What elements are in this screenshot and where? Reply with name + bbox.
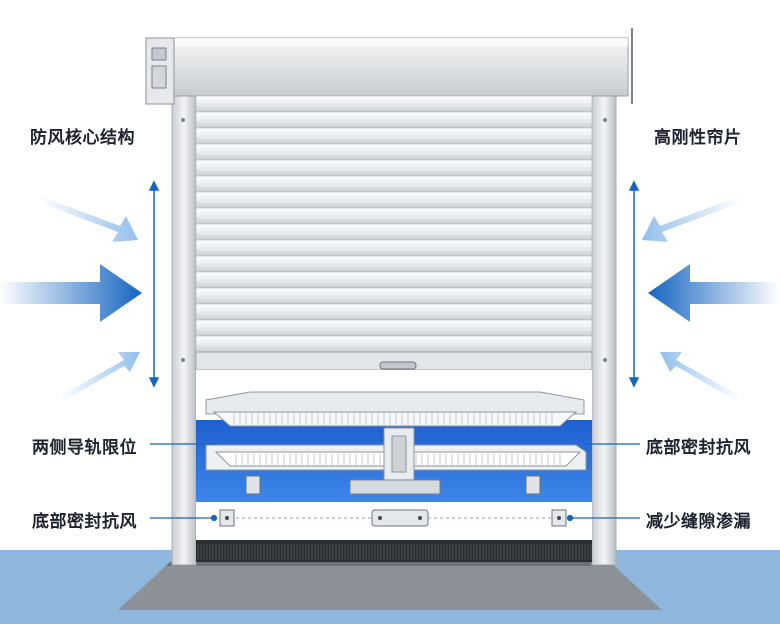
seal-bracket-center: [371, 509, 429, 527]
bottom-seal-strip: [196, 540, 592, 562]
curtain-slats: [195, 95, 593, 353]
floor-ramp: [118, 562, 662, 610]
right-height-arrow: [628, 180, 640, 388]
wind-arrows-right: [642, 196, 780, 402]
roller-box: [171, 37, 629, 97]
right-guide-rail: [591, 94, 617, 566]
left-guide-rail: [171, 94, 197, 566]
label-bottom-seal-left: 底部密封抗风: [32, 512, 137, 532]
door-handle: [379, 361, 417, 370]
label-wind-core-structure: 防风核心结构: [30, 128, 135, 148]
label-high-rigidity-slats: 高刚性帘片: [654, 128, 742, 148]
slat-cross-section: [205, 391, 587, 495]
label-side-rail-limit: 两侧导轨限位: [32, 438, 137, 458]
label-bottom-seal-right: 底部密封抗风: [646, 438, 751, 458]
leader-lines: [150, 443, 640, 522]
wind-arrows-left: [0, 196, 142, 402]
left-height-arrow: [148, 180, 160, 388]
label-reduce-gap-leakage: 减少缝隙渗漏: [646, 512, 751, 532]
